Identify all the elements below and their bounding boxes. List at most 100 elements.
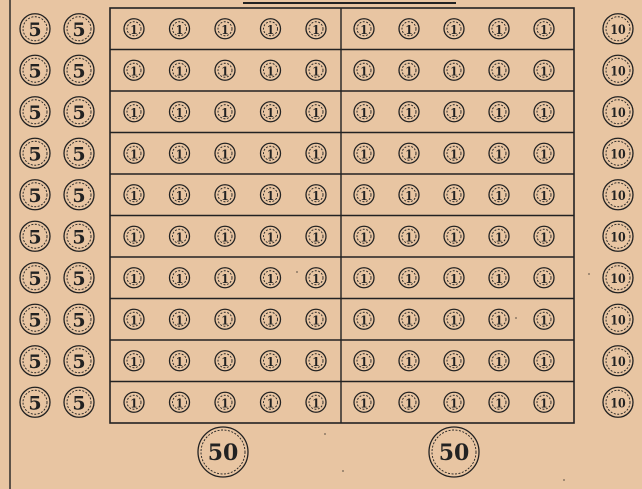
one-coin-value: 1 bbox=[495, 64, 503, 79]
one-coin: 1 bbox=[306, 102, 326, 122]
one-coin: 1 bbox=[261, 268, 281, 288]
one-coin: 1 bbox=[489, 268, 509, 288]
one-coin: 1 bbox=[306, 351, 326, 371]
one-coin-value: 1 bbox=[130, 188, 138, 203]
five-coin-value: 5 bbox=[72, 226, 85, 248]
one-coin-value: 1 bbox=[312, 64, 320, 79]
one-coin-value: 1 bbox=[540, 230, 548, 245]
one-coin-value: 1 bbox=[312, 230, 320, 245]
ten-coin: 10 bbox=[603, 180, 633, 210]
one-coin-value: 1 bbox=[360, 105, 368, 120]
one-coin-value: 1 bbox=[450, 313, 458, 328]
one-coin-value: 1 bbox=[450, 271, 458, 286]
one-coin-value: 1 bbox=[221, 22, 229, 37]
one-coin: 1 bbox=[444, 226, 464, 246]
five-coin: 5 bbox=[64, 221, 94, 251]
diagram-frame bbox=[10, 0, 590, 489]
one-coin: 1 bbox=[124, 226, 144, 246]
paper-speck bbox=[324, 433, 326, 435]
one-coin: 1 bbox=[399, 268, 419, 288]
one-coin-value: 1 bbox=[540, 22, 548, 37]
one-coin: 1 bbox=[444, 60, 464, 80]
ten-coin-value: 10 bbox=[610, 188, 625, 203]
one-coin-value: 1 bbox=[360, 396, 368, 411]
fifty-coin: 50 bbox=[198, 427, 248, 477]
one-coin-value: 1 bbox=[312, 271, 320, 286]
paper-speck bbox=[515, 317, 517, 319]
one-coin: 1 bbox=[170, 143, 190, 163]
one-coin-value: 1 bbox=[540, 271, 548, 286]
ten-coin-value: 10 bbox=[610, 22, 625, 37]
one-coin: 1 bbox=[170, 351, 190, 371]
one-coin: 1 bbox=[399, 185, 419, 205]
ten-coin-value: 10 bbox=[610, 354, 625, 369]
one-coin: 1 bbox=[261, 60, 281, 80]
ten-coin: 10 bbox=[603, 14, 633, 44]
one-coin-value: 1 bbox=[267, 354, 275, 369]
one-coin-value: 1 bbox=[312, 147, 320, 162]
one-coin-value: 1 bbox=[360, 64, 368, 79]
one-coin-value: 1 bbox=[450, 105, 458, 120]
one-coin-value: 1 bbox=[540, 105, 548, 120]
one-coin: 1 bbox=[489, 143, 509, 163]
one-coin: 1 bbox=[534, 19, 554, 39]
one-coin: 1 bbox=[399, 309, 419, 329]
one-coin-value: 1 bbox=[176, 147, 184, 162]
five-coin-value: 5 bbox=[72, 19, 85, 41]
one-coin: 1 bbox=[170, 268, 190, 288]
one-coin-value: 1 bbox=[312, 188, 320, 203]
one-coin: 1 bbox=[215, 60, 235, 80]
one-coin: 1 bbox=[261, 226, 281, 246]
one-coin: 1 bbox=[170, 19, 190, 39]
one-coin-value: 1 bbox=[130, 230, 138, 245]
five-coin-value: 5 bbox=[72, 60, 85, 82]
one-coin: 1 bbox=[354, 102, 374, 122]
five-coin: 5 bbox=[20, 14, 50, 44]
one-coin: 1 bbox=[399, 19, 419, 39]
one-coin-value: 1 bbox=[221, 105, 229, 120]
one-coin: 1 bbox=[354, 309, 374, 329]
one-coin-value: 1 bbox=[360, 313, 368, 328]
one-coin-value: 1 bbox=[495, 188, 503, 203]
ten-coin: 10 bbox=[603, 221, 633, 251]
five-coin: 5 bbox=[64, 14, 94, 44]
one-coin-value: 1 bbox=[405, 188, 413, 203]
ten-coin-value: 10 bbox=[610, 230, 625, 245]
one-coin: 1 bbox=[170, 60, 190, 80]
five-coin: 5 bbox=[20, 221, 50, 251]
one-coin-value: 1 bbox=[130, 354, 138, 369]
one-coin-value: 1 bbox=[405, 354, 413, 369]
five-coin-value: 5 bbox=[28, 392, 41, 414]
one-coin: 1 bbox=[261, 309, 281, 329]
one-coin-value: 1 bbox=[540, 354, 548, 369]
five-coin: 5 bbox=[20, 387, 50, 417]
one-coin: 1 bbox=[124, 143, 144, 163]
one-coin: 1 bbox=[534, 60, 554, 80]
one-coin: 1 bbox=[489, 60, 509, 80]
one-coin-value: 1 bbox=[130, 64, 138, 79]
one-coin-value: 1 bbox=[221, 313, 229, 328]
one-coin: 1 bbox=[261, 185, 281, 205]
one-coin-value: 1 bbox=[130, 105, 138, 120]
one-coin-value: 1 bbox=[540, 313, 548, 328]
one-coin-value: 1 bbox=[312, 396, 320, 411]
one-coin-value: 1 bbox=[267, 188, 275, 203]
one-coin: 1 bbox=[306, 60, 326, 80]
one-coin-value: 1 bbox=[450, 147, 458, 162]
one-coin: 1 bbox=[306, 185, 326, 205]
one-coin: 1 bbox=[261, 392, 281, 412]
one-coin-value: 1 bbox=[312, 105, 320, 120]
one-coin-value: 1 bbox=[405, 105, 413, 120]
one-coin: 1 bbox=[354, 268, 374, 288]
one-coin-value: 1 bbox=[405, 396, 413, 411]
one-coin-value: 1 bbox=[176, 22, 184, 37]
ten-coin-value: 10 bbox=[610, 64, 625, 79]
one-coin: 1 bbox=[354, 351, 374, 371]
five-coin: 5 bbox=[64, 387, 94, 417]
one-coin-value: 1 bbox=[221, 354, 229, 369]
five-coin: 5 bbox=[20, 263, 50, 293]
one-coin-value: 1 bbox=[360, 22, 368, 37]
five-coin-value: 5 bbox=[72, 268, 85, 290]
one-coin-value: 1 bbox=[312, 22, 320, 37]
one-coin: 1 bbox=[215, 309, 235, 329]
